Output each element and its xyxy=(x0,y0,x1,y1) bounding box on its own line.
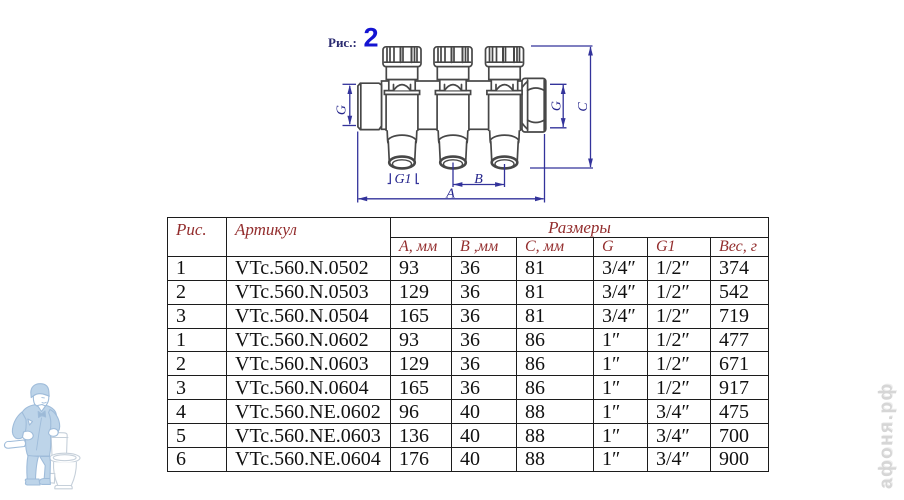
svg-text:2: 2 xyxy=(364,23,379,53)
svg-text:C: C xyxy=(576,102,591,112)
svg-text:Рис.:: Рис.: xyxy=(328,35,357,50)
svg-text:G: G xyxy=(335,105,350,115)
svg-text:B: B xyxy=(474,172,483,187)
svg-text:G1: G1 xyxy=(394,172,411,187)
svg-text:G: G xyxy=(550,101,565,111)
svg-text:A: A xyxy=(445,187,455,202)
